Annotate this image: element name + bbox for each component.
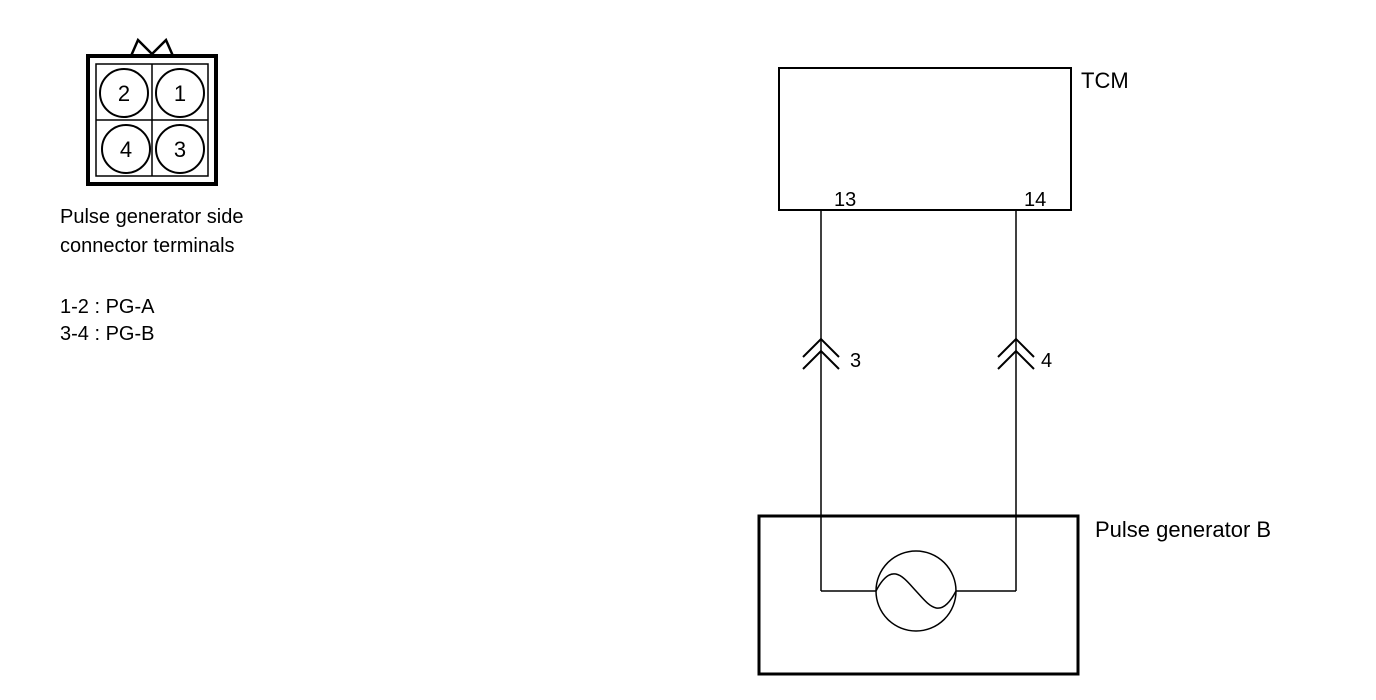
tcm-box [778,67,1072,211]
pin-3-circle [155,124,205,174]
connector-housing [86,54,218,186]
connector-caption-line2: connector terminals [60,235,235,257]
connector-legend-pg-a: 1-2 : PG-A [60,296,155,318]
sine-wave-icon [875,573,957,609]
tcm-module: TCM 13 14 [778,67,1129,211]
pulse-generator-box [757,514,1080,676]
harness-pin-4: 4 [1041,350,1052,372]
wires [820,210,1017,592]
tcm-label: TCM [1081,68,1129,93]
connector-face: 2 1 4 3 [86,37,218,186]
harness-connector-right-symbol [997,337,1035,370]
pulse-generator: Pulse generator B [757,514,1271,676]
pin-label-2: 2 [118,81,130,106]
harness-connector: 3 4 [802,337,1052,372]
pulse-generator-label: Pulse generator B [1095,517,1271,542]
harness-pin-3: 3 [850,350,861,372]
pin-label-1: 1 [174,81,186,106]
tcm-pin-13: 13 [834,189,856,211]
tcm-pin-14: 14 [1024,189,1046,211]
connector-caption-line1: Pulse generator side [60,206,243,228]
pin-label-3: 3 [174,137,186,162]
pin-4-circle [101,124,151,174]
connector-legend-pg-b: 3-4 : PG-B [60,323,154,345]
pin-1-circle [155,68,205,118]
pin-2-circle [99,68,149,118]
harness-connector-left-symbol [802,337,840,370]
connector-lock-tab [129,37,175,57]
connector-caption: Pulse generator side connector terminals… [60,206,243,345]
pin-label-4: 4 [120,137,132,162]
